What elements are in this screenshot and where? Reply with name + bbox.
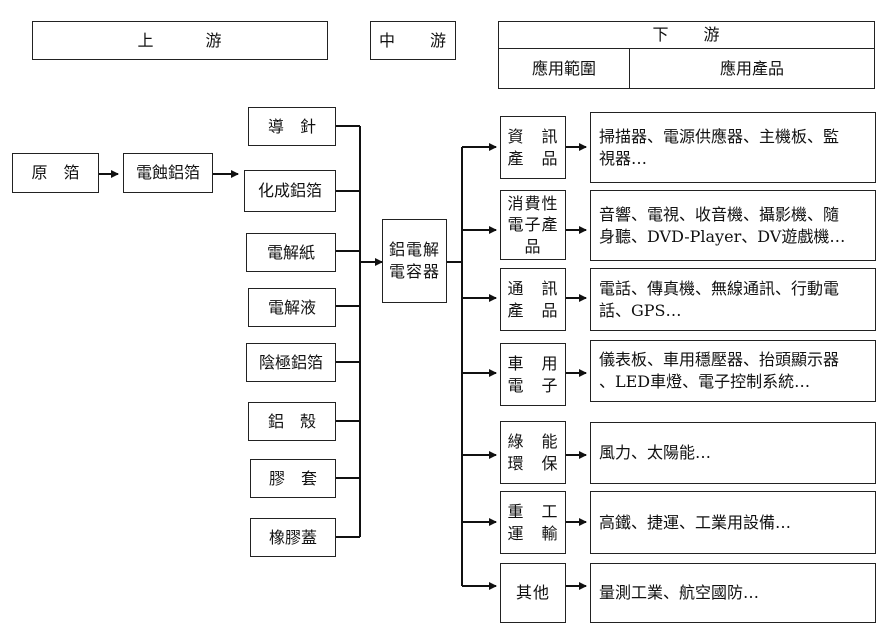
application-products-box: 電話、傳真機、無線通訊、行動電 話、GPS… [590, 268, 876, 331]
application-products-box: 量測工業、航空國防… [590, 563, 876, 623]
material-box: 橡膠蓋 [250, 518, 336, 557]
midstream-header: 中 游 [370, 21, 456, 60]
application-field-box: 消費性 電子產 品 [500, 190, 566, 260]
application-field-box: 資 訊 產 品 [500, 116, 566, 179]
application-field-box: 車 用 電 子 [500, 343, 566, 406]
application-field-box: 其他 [500, 563, 566, 623]
raw-foil-box: 原 箔 [12, 153, 99, 193]
application-products-box: 掃描器、電源供應器、主機板、監 視器… [590, 112, 876, 183]
application-products-box: 風力、太陽能… [590, 422, 876, 484]
material-box: 導 針 [248, 107, 336, 146]
application-products-box: 音響、電視、收音機、攝影機、隨 身聽、DVD-Player、DV遊戲機… [590, 190, 876, 261]
application-field-box: 通 訊 產 品 [500, 268, 566, 331]
application-products-box: 儀表板、車用穩壓器、抬頭顯示器 、LED車燈、電子控制系統… [590, 340, 876, 402]
application-field-header: 應用範圍 [498, 48, 630, 89]
etched-aluminum-foil-box: 電蝕鋁箔 [123, 153, 213, 193]
material-box: 膠 套 [250, 459, 336, 498]
downstream-header: 下 游 [498, 21, 875, 49]
material-box: 電解紙 [246, 233, 336, 272]
application-products-box: 高鐵、捷運、工業用設備… [590, 491, 876, 554]
application-field-box: 重 工 運 輸 [500, 491, 566, 554]
material-box: 陰極鋁箔 [246, 343, 336, 382]
material-box: 電解液 [248, 288, 336, 327]
aluminum-electrolytic-capacitor-box: 鋁電解 電容器 [382, 219, 447, 303]
material-box: 化成鋁箔 [244, 170, 336, 212]
material-box: 鋁 殼 [248, 402, 336, 441]
upstream-header: 上 游 [32, 21, 328, 60]
application-field-box: 綠 能 環 保 [500, 421, 566, 484]
application-product-header: 應用產品 [629, 48, 875, 89]
